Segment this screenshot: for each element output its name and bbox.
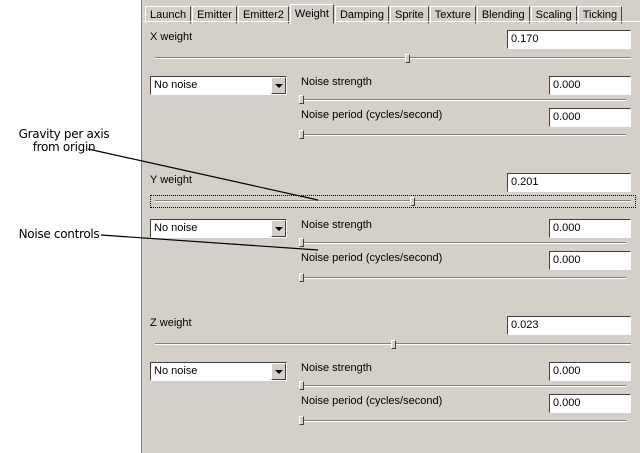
x-noise-mode-select[interactable]: No noise (150, 76, 287, 95)
z-noise-period-slider-thumb[interactable] (299, 416, 304, 425)
y-weight-input[interactable]: 0.201 (507, 173, 631, 192)
tab-emitter2[interactable]: Emitter2 (237, 6, 289, 24)
chevron-down-icon[interactable] (271, 220, 286, 237)
x-weight-slider-thumb[interactable] (405, 54, 410, 63)
tab-launch[interactable]: Launch (145, 6, 192, 24)
z-noise-mode-select[interactable]: No noise (150, 362, 287, 381)
z-noise-period-slider-track[interactable] (301, 420, 626, 422)
z-noise-strength-label: Noise strength (301, 362, 372, 374)
chevron-down-icon[interactable] (271, 77, 286, 94)
y-noise-period-label: Noise period (cycles/second) (301, 252, 443, 264)
x-weight-label: X weight (150, 31, 193, 43)
x-weight-slider-track[interactable] (155, 57, 631, 59)
tab-damping[interactable]: Damping (334, 6, 389, 24)
y-weight-slider-track[interactable] (155, 200, 631, 202)
tab-ticking[interactable]: Ticking (577, 6, 623, 24)
tab-sprite[interactable]: Sprite (389, 6, 429, 24)
gravity-callout-line2: from origin (32, 140, 96, 154)
z-noise-period-input[interactable]: 0.000 (549, 394, 631, 413)
x-noise-strength-slider-track[interactable] (301, 99, 626, 101)
y-noise-mode-select[interactable]: No noise (150, 219, 287, 238)
x-noise-strength-slider-thumb[interactable] (299, 95, 304, 104)
x-noise-strength-input[interactable]: 0.000 (549, 76, 631, 95)
y-noise-period-slider-track[interactable] (301, 277, 626, 279)
x-noise-period-slider-thumb[interactable] (299, 130, 304, 139)
tab-texture[interactable]: Texture (429, 6, 476, 24)
y-weight-slider-thumb[interactable] (410, 197, 415, 206)
z-weight-label: Z weight (150, 317, 192, 329)
y-weight-slider-focus (150, 195, 636, 208)
noise-callout: Noise controls (18, 227, 100, 241)
y-noise-period-input[interactable]: 0.000 (549, 251, 631, 270)
x-weight-input[interactable]: 0.170 (507, 30, 631, 49)
y-noise-period-slider-thumb[interactable] (299, 273, 304, 282)
y-noise-strength-slider-track[interactable] (301, 242, 626, 244)
z-weight-input[interactable]: 0.023 (507, 316, 631, 335)
y-noise-strength-label: Noise strength (301, 219, 372, 231)
y-noise-strength-input[interactable]: 0.000 (549, 219, 631, 238)
z-noise-strength-slider-thumb[interactable] (299, 381, 304, 390)
tab-strip: Launch Emitter Emitter2 Weight Damping S… (145, 4, 623, 24)
tab-divider (143, 21, 640, 22)
x-noise-period-input[interactable]: 0.000 (549, 108, 631, 127)
gravity-callout: Gravity per axis from origin (8, 128, 120, 154)
z-noise-period-label: Noise period (cycles/second) (301, 395, 443, 407)
tab-blending[interactable]: Blending (476, 6, 530, 24)
gravity-callout-line1: Gravity per axis (18, 127, 110, 141)
tab-scaling[interactable]: Scaling (530, 6, 577, 24)
x-noise-period-label: Noise period (cycles/second) (301, 109, 443, 121)
y-noise-strength-slider-thumb[interactable] (299, 238, 304, 247)
tab-emitter[interactable]: Emitter (192, 6, 237, 24)
z-noise-strength-input[interactable]: 0.000 (549, 362, 631, 381)
z-noise-strength-slider-track[interactable] (301, 385, 626, 387)
x-noise-period-slider-track[interactable] (301, 134, 626, 136)
z-weight-slider-thumb[interactable] (391, 340, 396, 349)
chevron-down-icon[interactable] (271, 363, 286, 380)
y-weight-label: Y weight (150, 174, 192, 186)
tab-weight[interactable]: Weight (289, 4, 334, 24)
x-noise-strength-label: Noise strength (301, 76, 372, 88)
